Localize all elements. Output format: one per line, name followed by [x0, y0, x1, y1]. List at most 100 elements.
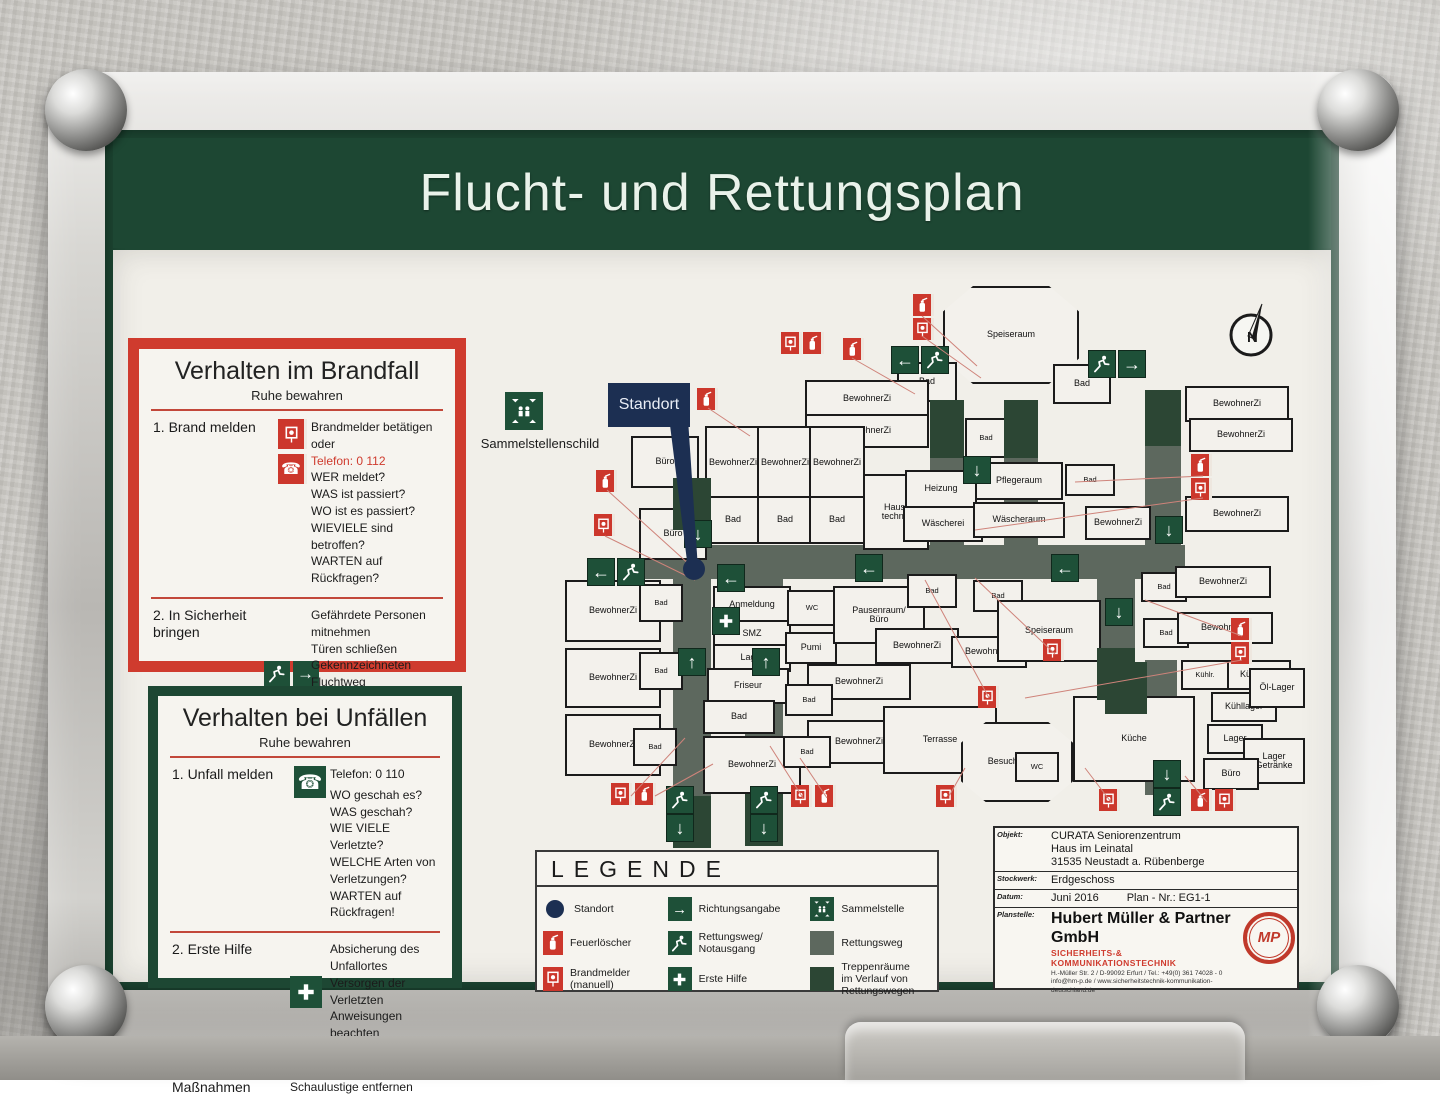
info-row-stockwerk: Stockwerk: Erdgeschoss [995, 872, 1297, 890]
frame-corner-top-left [45, 69, 127, 151]
cushion-furniture [845, 1022, 1245, 1080]
standort-flag: Standort [608, 383, 690, 427]
room: Bad [705, 496, 761, 544]
room: WC [787, 590, 837, 626]
row-label: Planstelle: [995, 908, 1049, 997]
emergency-number: Telefon: 0 110 [330, 766, 442, 783]
phone-icon: ☎ [294, 766, 326, 798]
extinguisher-icon [596, 470, 614, 492]
fire-alarm-icon [791, 785, 809, 807]
room: Bad [703, 700, 775, 734]
accident-box-subtitle: Ruhe bewahren [158, 735, 452, 750]
exit-arrow-down-icon: ↓ [963, 456, 991, 484]
room: Bad [809, 496, 865, 544]
room: BewohnerZi [705, 426, 761, 500]
fire-box-title: Verhalten im Brandfall [143, 357, 451, 386]
legend-item: Rettungsweg [810, 927, 931, 959]
fire-section-1: 1. Brand melden ☎ Brandmelder betätigen … [139, 417, 455, 591]
divider [170, 756, 440, 758]
fire-alarm-icon [594, 514, 612, 536]
exit-arrow-left-icon: ← [891, 346, 919, 374]
room: Bad [965, 418, 1007, 458]
assembly-point-sign-icon [505, 392, 543, 430]
accident-instructions-box: Verhalten bei Unfällen Ruhe bewahren 1. … [148, 686, 462, 988]
text-line: WIE VIELE Verletzte? [330, 820, 442, 854]
room: Bad [785, 684, 833, 716]
plan-info-box: Objekt: CURATA Seniorenzentrum Haus im L… [993, 826, 1299, 990]
company-tagline: SICHERHEITS-& KOMMUNIKATIONSTECHNIK [1051, 948, 1239, 968]
room: Bad [1065, 464, 1115, 496]
row-label: Stockwerk: [995, 872, 1049, 889]
room: Bad [633, 728, 677, 766]
frame-corner-bottom-left [45, 965, 127, 1047]
room: BewohnerZi [1175, 566, 1271, 598]
divider [151, 409, 443, 411]
extinguisher-icon [913, 294, 931, 316]
text-line: WARTEN auf Rückfragen? [311, 553, 445, 587]
running-man-exit-icon [921, 346, 949, 374]
direction-arrow-icon: → [668, 897, 692, 921]
extinguisher-icon [697, 388, 715, 410]
exit-arrow-up-icon: ↑ [678, 648, 706, 676]
section-body: Brandmelder betätigen oder Telefon: 0 11… [311, 419, 445, 587]
extinguisher-icon [1191, 789, 1209, 811]
room: Wäscheraum [973, 502, 1065, 538]
fire-alarm-icon [1043, 639, 1061, 661]
extinguisher-icon [815, 785, 833, 807]
legend-title: LEGENDE [537, 852, 937, 887]
legend-item: →Richtungsangabe [668, 893, 807, 925]
fire-alarm-icon [611, 783, 629, 805]
exit-arrow-right-icon: → [1118, 350, 1146, 378]
fire-alarm-icon [1215, 789, 1233, 811]
company-name: Hubert Müller & Partner GmbH [1051, 910, 1239, 948]
floor-plan: N SpeiseraumBadBadBadBewohnerZiBewohnerZ… [545, 268, 1303, 834]
fire-alarm-icon [543, 967, 563, 991]
legend-grid: Standort →Richtungsangabe Sammelstelle F… [537, 887, 937, 1003]
exit-arrow-down-icon: ↓ [666, 814, 694, 842]
text-line: WAS geschah? [330, 804, 442, 821]
first-aid-cross-icon [290, 976, 322, 1008]
running-man-icon [264, 661, 290, 687]
room: Bad [783, 736, 831, 768]
stairwell [1097, 648, 1135, 700]
room: Bad [639, 652, 683, 690]
frame-corner-bottom-right [1317, 965, 1399, 1047]
question-list: WER meldet?WAS ist passiert?WO ist es pa… [311, 469, 445, 587]
fire-alarm-icon [278, 419, 304, 449]
text-line: Türen schließen [311, 641, 445, 658]
objekt-value: CURATA Seniorenzentrum Haus im Leinatal … [1049, 828, 1297, 871]
room: BewohnerZi [1177, 612, 1273, 644]
divider [170, 931, 440, 933]
accident-box-title: Verhalten bei Unfällen [162, 704, 448, 733]
section-icons: ☎ [271, 419, 311, 587]
text-line: WO ist es passiert? [311, 503, 445, 520]
company-logo: MP [1243, 912, 1295, 964]
stairwell [1004, 400, 1038, 458]
room: BewohnerZi [1085, 506, 1151, 540]
stairwell-swatch [810, 967, 834, 991]
text-line: Absicherung des Unfallortes [330, 941, 442, 975]
running-man-exit-icon [666, 786, 694, 814]
section-label: 1. Brand melden [153, 419, 271, 587]
legend-item: Brandmelder (manuell) [543, 961, 664, 997]
legend-item: Treppenräume im Verlauf von Rettungswege… [810, 961, 931, 997]
extinguisher-icon [543, 931, 563, 955]
info-row-planstelle: Planstelle: Hubert Müller & Partner GmbH… [995, 908, 1297, 997]
text-line: WER meldet? [311, 469, 445, 486]
fire-instructions-box: Verhalten im Brandfall Ruhe bewahren 1. … [128, 338, 466, 672]
first-aid-icon [668, 967, 692, 991]
text-line: WELCHE Arten von Verletzungen? [330, 854, 442, 888]
fire-alarm-icon [1191, 478, 1209, 500]
legend-item: Feuerlöscher [543, 927, 664, 959]
exit-arrow-down-icon: ↓ [1105, 598, 1133, 626]
section-label: 1. Unfall melden [172, 766, 290, 921]
text-line: Gefährdete Personen [311, 607, 445, 624]
text-line: mitnehmen [311, 624, 445, 641]
question-list: WO geschah es?WAS geschah?WIE VIELE Verl… [330, 787, 442, 921]
fire-alarm-icon [978, 686, 996, 708]
standort-location-dot [683, 558, 705, 580]
room: BewohnerZi [805, 380, 929, 418]
section-icons: ☎ [290, 766, 330, 921]
text-line: WAS ist passiert? [311, 486, 445, 503]
